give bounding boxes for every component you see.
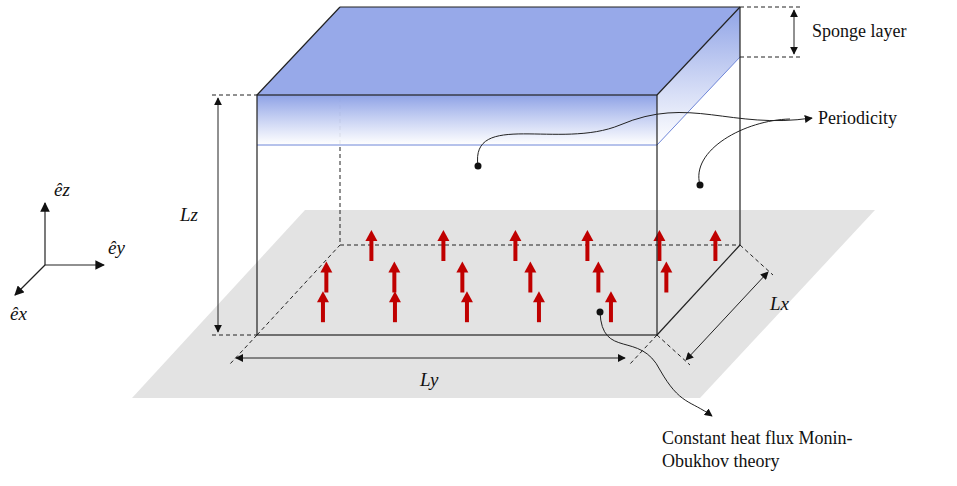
- heat-flux-arrow: [524, 262, 536, 293]
- heat-flux-arrow: [653, 230, 665, 261]
- coordinate-axes: [15, 203, 104, 295]
- periodicity-leader: [478, 112, 812, 185]
- axis-label: êy: [108, 236, 125, 261]
- heat-flux-arrow: [461, 291, 473, 322]
- heat-flux-arrow: [709, 230, 721, 261]
- periodicity-label: Periodicity: [818, 107, 897, 130]
- heat-flux-arrow: [389, 291, 401, 322]
- heat-flux-arrow: [456, 262, 468, 293]
- ground-plane: [132, 210, 875, 398]
- heat-flux-arrow: [320, 262, 332, 293]
- heat-flux-arrow: [365, 230, 377, 261]
- heat-flux-arrows: [317, 230, 721, 322]
- leader-dot: [697, 182, 704, 189]
- heat-flux-arrow: [437, 230, 449, 261]
- lx-dimension: [657, 245, 773, 365]
- heat-flux-label: Constant heat flux Monin-Obukhov theory: [662, 427, 862, 474]
- hidden-edges: [257, 7, 740, 335]
- lz-label: Lz: [180, 203, 198, 228]
- leader-dot: [475, 163, 482, 170]
- ly-dimension: [230, 335, 657, 364]
- heat-flux-arrow: [581, 230, 593, 261]
- heat-flux-arrow: [509, 230, 521, 261]
- axis-label: êx: [10, 302, 27, 327]
- domain-box: [257, 7, 740, 335]
- heat-flux-arrow: [660, 262, 672, 293]
- sponge-boundary: [657, 57, 740, 145]
- heat-flux-arrow: [592, 262, 604, 293]
- sponge-top: [257, 7, 740, 95]
- sponge-side: [657, 7, 740, 145]
- sponge-front: [257, 95, 657, 145]
- sponge-layer-label: Sponge layer: [812, 20, 906, 43]
- lz-dimension: [212, 95, 257, 335]
- ly-label: Ly: [420, 368, 438, 393]
- leader-dot: [597, 309, 604, 316]
- sponge-dimension: [740, 7, 800, 57]
- heat-flux-arrow: [533, 291, 545, 322]
- heat-flux-arrow: [605, 291, 617, 322]
- heat-flux-arrow: [388, 262, 400, 293]
- lx-label: Lx: [770, 292, 789, 317]
- sponge-boundary: [257, 145, 657, 146]
- heat-flux-leader: [600, 312, 712, 416]
- axis-label: êz: [54, 178, 70, 203]
- heat-flux-arrow: [317, 291, 329, 322]
